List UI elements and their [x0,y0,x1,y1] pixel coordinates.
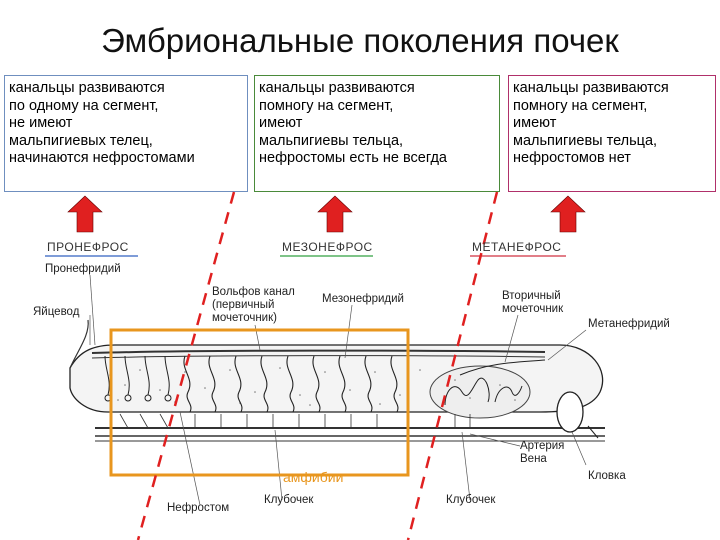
label-pronephridium: Пронефридий [45,263,121,275]
label-vein: Вена [520,453,547,465]
arrow-up-icon-metanephros [550,195,586,233]
arrow-up-icon-pronephros [67,195,103,233]
label-artery: Артерия [520,440,565,452]
glomeruli [119,413,471,429]
mesonephric-tubules [183,355,399,413]
leader-lines [89,274,587,506]
amphibia-highlight-box [109,328,410,477]
metanephros-description-box: канальцы развиваются помногу на сегмент,… [508,75,716,192]
label-glomerulus-mesonephros: Клубочек [264,494,314,506]
label-wolffian-duct: Вольфов канал (первичный мочеточник) [212,286,295,324]
arrow-up-icon-mesonephros [317,195,353,233]
metanephric-tubules [444,359,546,406]
label-metanephridium: Метанефридий [588,318,670,330]
amphibia-label: амфибии [283,469,344,485]
label-oviduct: Яйцевод [33,306,80,318]
section-label-mesonephros: МЕЗОНЕФРОС [282,240,373,254]
section-label-metanephros: МЕТАНЕФРОС [472,240,562,254]
divider-dashed-line-2 [406,191,499,540]
pronephric-tubules [104,355,172,402]
pronephros-description-box: канальцы развиваются по одному на сегмен… [4,75,248,192]
slide-title: Эмбриональные поколения почек [101,22,619,59]
label-nephrostome: Нефростом [167,502,230,514]
divider-dashed-line-1 [136,191,236,540]
section-label-pronephros: ПРОНЕФРОС [47,240,129,254]
label-mesonephridium: Мезонефридий [322,293,404,305]
kidney-body-outline [69,319,605,442]
label-glomerulus-metanephros: Клубочек [446,494,496,506]
mesonephros-description-box: канальцы развиваются помногу на сегмент,… [254,75,500,192]
label-cloaca: Кловка [588,470,626,482]
label-secondary-ureter: Вторичный мочеточник [502,290,564,315]
